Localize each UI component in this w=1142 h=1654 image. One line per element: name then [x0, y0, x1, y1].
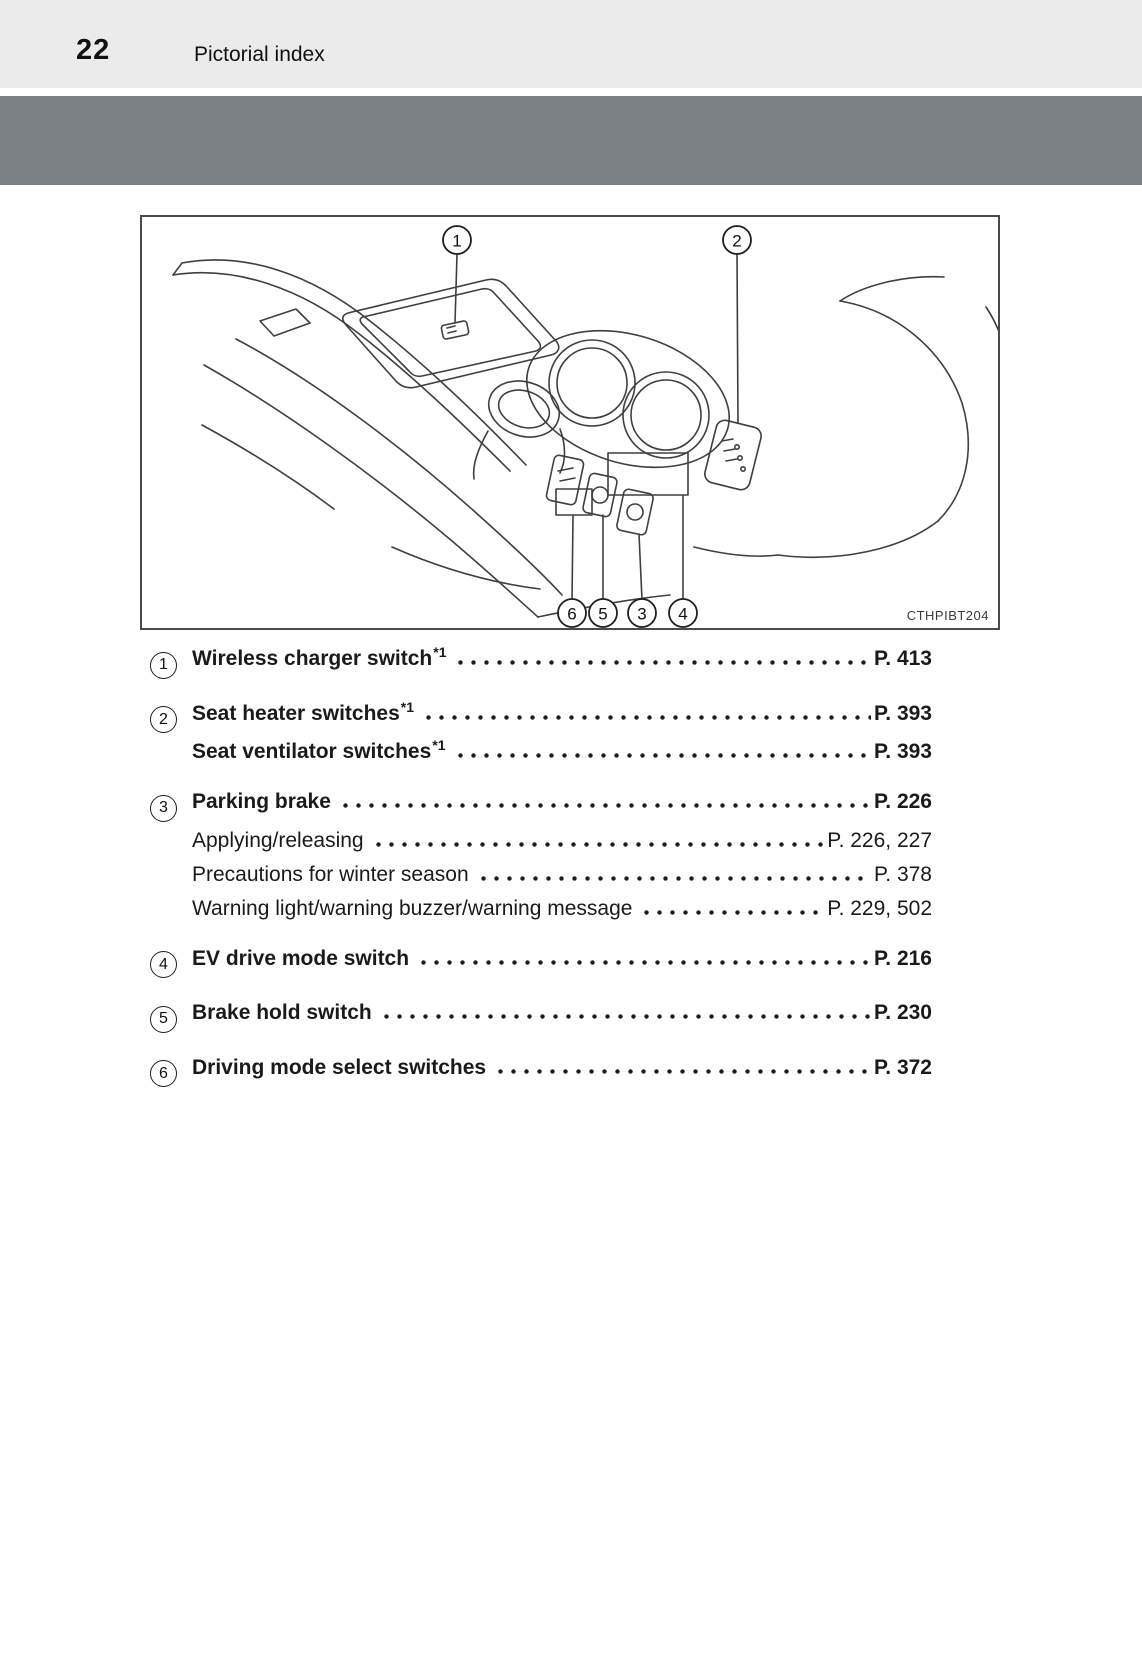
- dot-leader: [476, 875, 871, 881]
- item-number-badge: 5: [150, 1005, 177, 1033]
- page-reference: P. 216: [873, 946, 932, 970]
- item-number-badge: 1: [150, 651, 177, 679]
- index-label: Driving mode select switches: [192, 1055, 487, 1079]
- index-row: Precautions for winter season P. 378: [150, 861, 932, 890]
- index-label: Wireless charger switch*1: [192, 644, 447, 670]
- index-row: 3 Parking brake P. 226: [150, 788, 932, 822]
- console-line-art: 1 2 6 5 3 4: [172, 225, 998, 628]
- index-row: Applying/releasing P. 226, 227: [150, 827, 932, 856]
- figure-code: CTHPIBT204: [902, 608, 989, 623]
- index-list: 1 Wireless charger switch*1 P. 413 2 Sea…: [150, 640, 932, 1088]
- page-reference: P. 230: [873, 1001, 932, 1025]
- section-title: Pictorial index: [194, 43, 325, 66]
- index-row: 4 EV drive mode switch P. 216: [150, 945, 932, 979]
- page-reference: P. 413: [873, 647, 932, 670]
- dot-leader: [417, 959, 871, 965]
- figure-box: 1 2 6 5 3 4 CTHPIBT204: [140, 215, 1000, 630]
- item-number-badge: 4: [150, 951, 177, 979]
- index-label: Parking brake: [192, 790, 331, 814]
- index-row: 1 Wireless charger switch*1 P. 413: [150, 644, 932, 679]
- callout-2: 2: [722, 225, 752, 255]
- dot-leader: [640, 909, 825, 915]
- page-reference: P. 372: [873, 1055, 932, 1079]
- dot-leader: [371, 841, 825, 847]
- index-label: Seat ventilator switches*1: [192, 737, 446, 764]
- header-strip: [0, 0, 1142, 88]
- dot-leader: [453, 753, 871, 759]
- index-row: 5 Brake hold switch P. 230: [150, 999, 932, 1033]
- item-number-badge: 6: [150, 1060, 177, 1088]
- index-label: Applying/releasing: [192, 828, 364, 852]
- dot-leader: [422, 714, 871, 720]
- index-label: Precautions for winter season: [192, 862, 469, 886]
- page-reference: P. 226: [873, 790, 932, 814]
- callout-2-label: 2: [732, 232, 741, 251]
- dot-leader: [338, 803, 871, 809]
- callout-1: 1: [442, 225, 472, 255]
- index-label: Seat heater switches*1: [192, 698, 414, 725]
- callout-1-label: 1: [452, 232, 461, 251]
- item-number-badge: 2: [150, 706, 177, 734]
- page-reference: P. 393: [873, 701, 932, 725]
- section-color-band: [0, 96, 1142, 185]
- page-reference: P. 229, 502: [827, 896, 932, 920]
- index-label: Brake hold switch: [192, 1001, 372, 1025]
- footnote-marker: *1: [432, 737, 446, 754]
- callout-6-label: 6: [567, 605, 576, 624]
- dot-leader: [494, 1068, 871, 1074]
- dot-leader: [379, 1014, 871, 1020]
- callout-5-label: 5: [598, 605, 607, 624]
- page-reference: P. 378: [873, 862, 932, 886]
- item-number-badge: 3: [150, 794, 177, 822]
- footnote-marker: *1: [400, 698, 414, 715]
- footnote-marker: *1: [433, 644, 447, 660]
- page-number: 22: [76, 34, 111, 66]
- index-label: EV drive mode switch: [192, 946, 410, 970]
- callout-5: 5: [588, 598, 618, 628]
- page-reference: P. 226, 227: [827, 828, 932, 852]
- dot-leader: [454, 660, 871, 665]
- callout-4: 4: [668, 598, 698, 628]
- index-row: 2 Seat heater switches*1 P. 393: [150, 698, 932, 734]
- callout-4-label: 4: [678, 605, 687, 624]
- callout-3-label: 3: [637, 605, 646, 624]
- page-reference: P. 393: [873, 740, 932, 764]
- index-row: 6 Driving mode select switches P. 372: [150, 1054, 932, 1088]
- callout-6: 6: [557, 598, 587, 628]
- index-label: Warning light/warning buzzer/warning mes…: [192, 896, 633, 920]
- index-row: Warning light/warning buzzer/warning mes…: [150, 895, 932, 924]
- callout-3: 3: [627, 598, 657, 628]
- index-row: Seat ventilator switches*1 P. 393: [150, 737, 932, 767]
